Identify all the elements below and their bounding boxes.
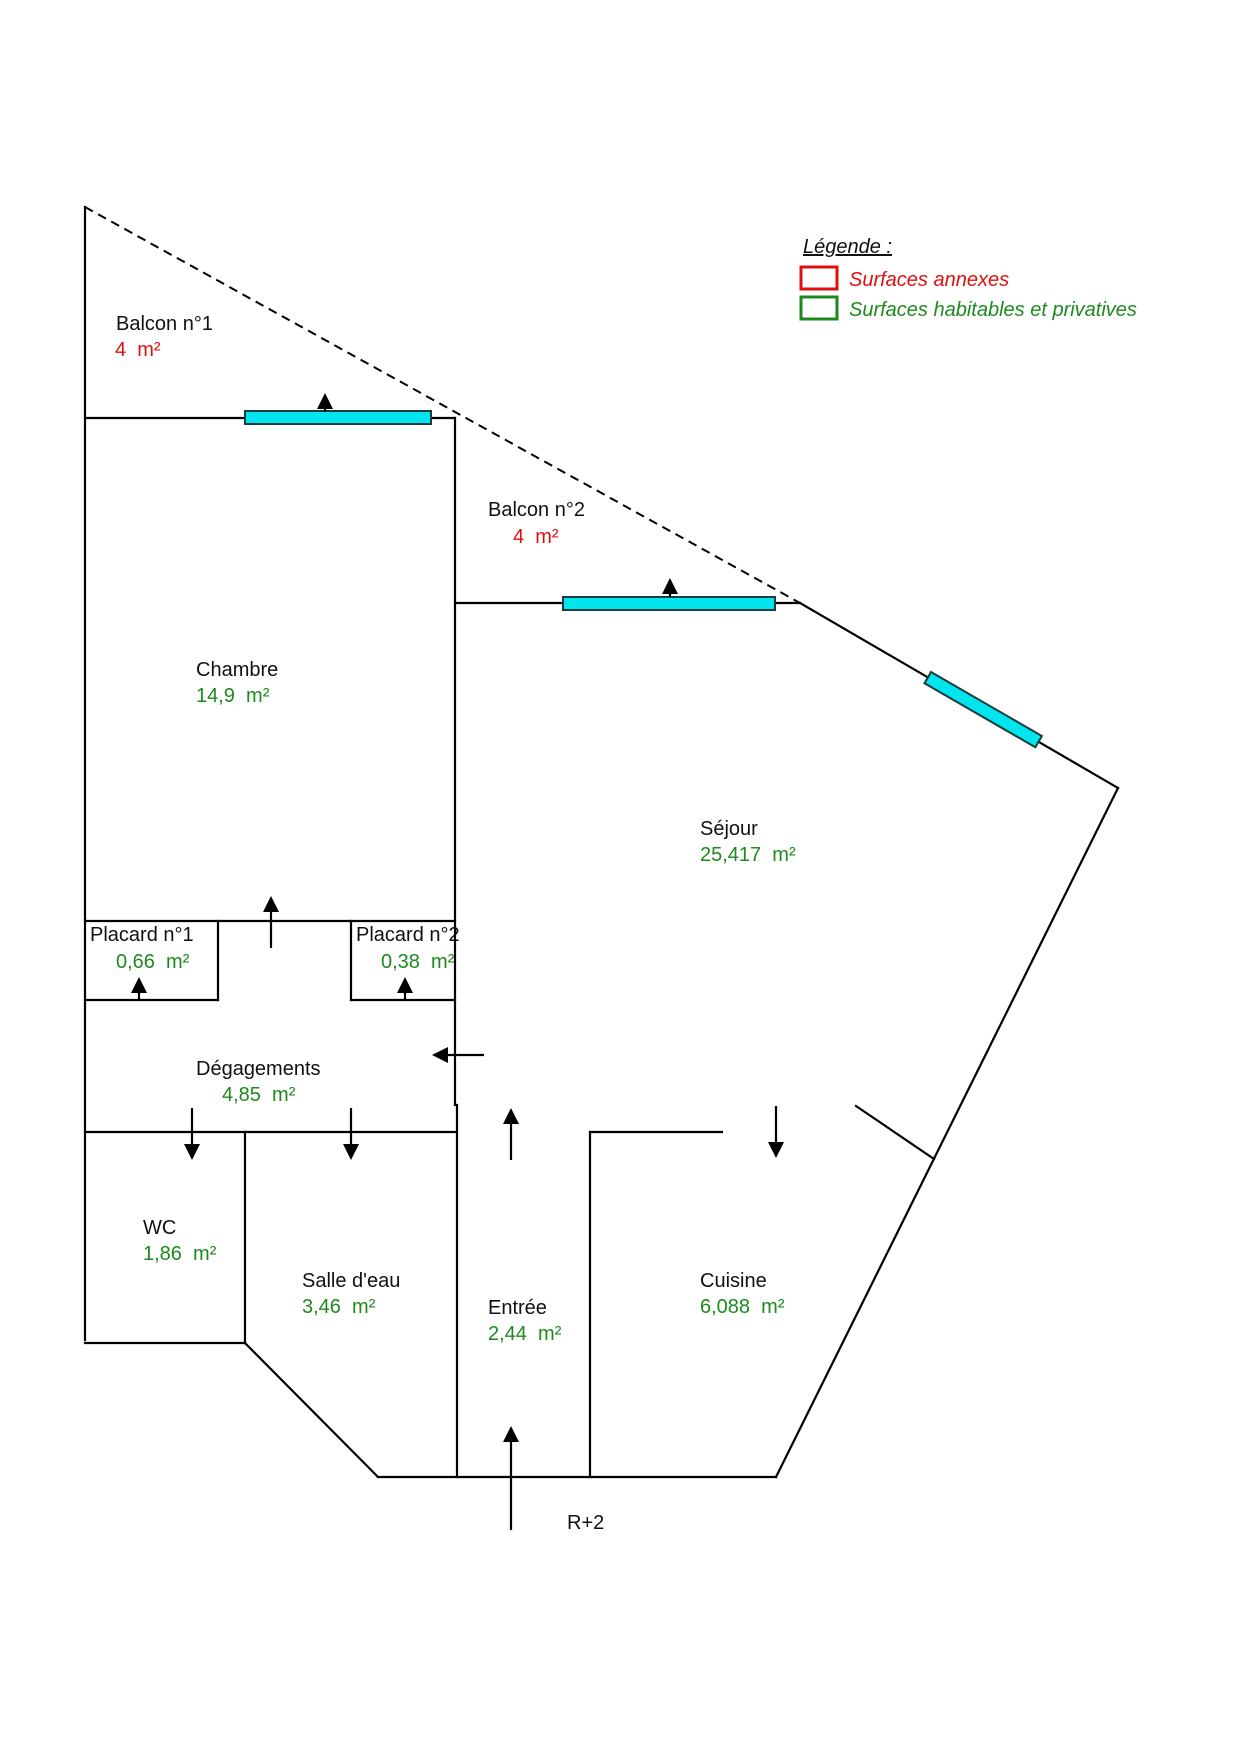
room-area-sejour: 25,417 m² — [700, 844, 796, 866]
door-arrows — [131, 393, 784, 1530]
door-arrow-head — [131, 977, 147, 993]
room-area-wc: 1,86 m² — [143, 1243, 217, 1265]
room-labels: Balcon n°1 4 m² Balcon n°2 4 m² Chambre … — [90, 313, 796, 1534]
room-name-balcon1: Balcon n°1 — [116, 313, 213, 335]
room-name-chambre: Chambre — [196, 659, 278, 681]
walls — [83, 205, 1120, 1479]
room-area-cuisine: 6,088 m² — [700, 1296, 785, 1318]
door-arrow-head — [768, 1142, 784, 1158]
door-arrow-head — [397, 977, 413, 993]
room-area-entree: 2,44 m² — [488, 1323, 562, 1345]
legend-label-habitable: Surfaces habitables et privatives — [849, 299, 1137, 321]
door-arrow-head — [503, 1426, 519, 1442]
legend-swatch-annexe — [799, 265, 839, 291]
door-arrow-head — [432, 1047, 448, 1063]
room-area-placard2: 0,38 m² — [381, 951, 455, 973]
room-area-balcon1: 4 m² — [115, 339, 161, 361]
door-arrow-head — [343, 1144, 359, 1160]
room-name-balcon2: Balcon n°2 — [488, 499, 585, 521]
room-area-balcon2: 4 m² — [513, 526, 559, 548]
door-arrow-head — [503, 1108, 519, 1124]
room-name-cuisine: Cuisine — [700, 1270, 767, 1292]
room-area-chambre: 14,9 m² — [196, 685, 270, 707]
room-area-placard1: 0,66 m² — [116, 951, 190, 973]
legend: Légende : Surfaces annexes Surfaces habi… — [799, 236, 1137, 321]
door-arrow-head — [263, 896, 279, 912]
room-name-sejour: Séjour — [700, 818, 758, 840]
room-name-placard2: Placard n°2 — [356, 924, 460, 946]
window-sejour — [562, 596, 776, 611]
room-area-degagements: 4,85 m² — [222, 1084, 296, 1106]
floor-label: R+2 — [567, 1512, 604, 1534]
door-arrow-head — [317, 393, 333, 409]
room-name-placard1: Placard n°1 — [90, 924, 194, 946]
window-sejour-diagonal — [923, 670, 1044, 749]
legend-title: Légende : — [803, 236, 892, 258]
windows — [244, 410, 1044, 749]
balcony-edge-dashed — [84, 206, 801, 604]
legend-label-annexe: Surfaces annexes — [849, 269, 1009, 291]
door-arrow-head — [662, 578, 678, 594]
room-name-wc: WC — [143, 1217, 176, 1239]
room-area-salle-eau: 3,46 m² — [302, 1296, 376, 1318]
room-name-degagements: Dégagements — [196, 1058, 321, 1080]
window-chambre — [244, 410, 432, 425]
door-arrow-head — [184, 1144, 200, 1160]
room-name-salle-eau: Salle d'eau — [302, 1270, 400, 1292]
legend-swatch-habitable — [799, 295, 839, 321]
room-name-entree: Entrée — [488, 1297, 547, 1319]
